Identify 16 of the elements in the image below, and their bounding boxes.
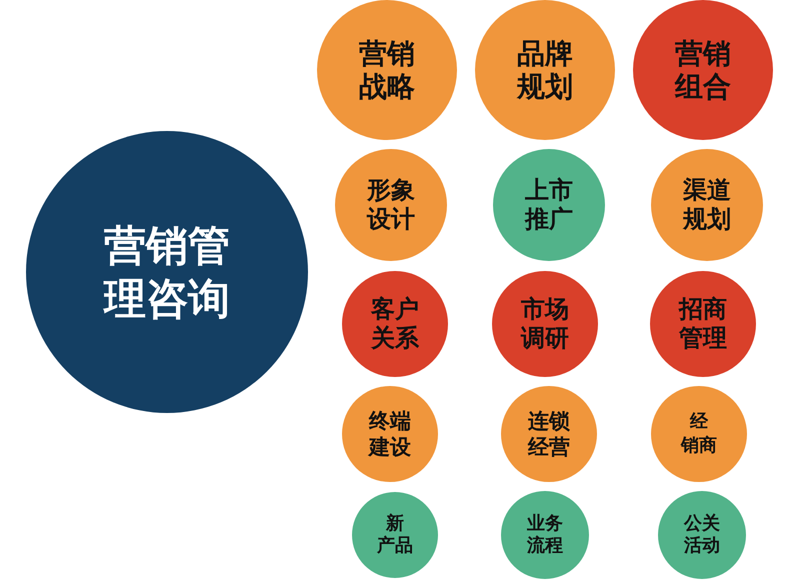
circle-label: 品牌规划 [517,37,573,103]
circle-label: 客户关系 [371,295,419,353]
circle-label: 市场调研 [521,295,569,353]
circle-label: 公关活动 [684,513,720,557]
circle-label: 营销战略 [359,37,415,103]
circle-label: 营销组合 [675,37,731,103]
circle-label: 连锁经营 [528,408,570,460]
circle-label: 终端建设 [369,408,411,460]
circle-label: 业务流程 [527,513,563,557]
circle-label: 新产品 [377,513,413,557]
circle-label: 渠道规划 [683,176,731,234]
circle-label: 招商管理 [679,295,727,353]
circle-label: 营销管理咨询 [104,220,230,325]
circle-label: 经销商 [681,410,717,458]
circle-label: 上市推广 [525,176,573,234]
circle-label: 形象设计 [367,176,415,234]
